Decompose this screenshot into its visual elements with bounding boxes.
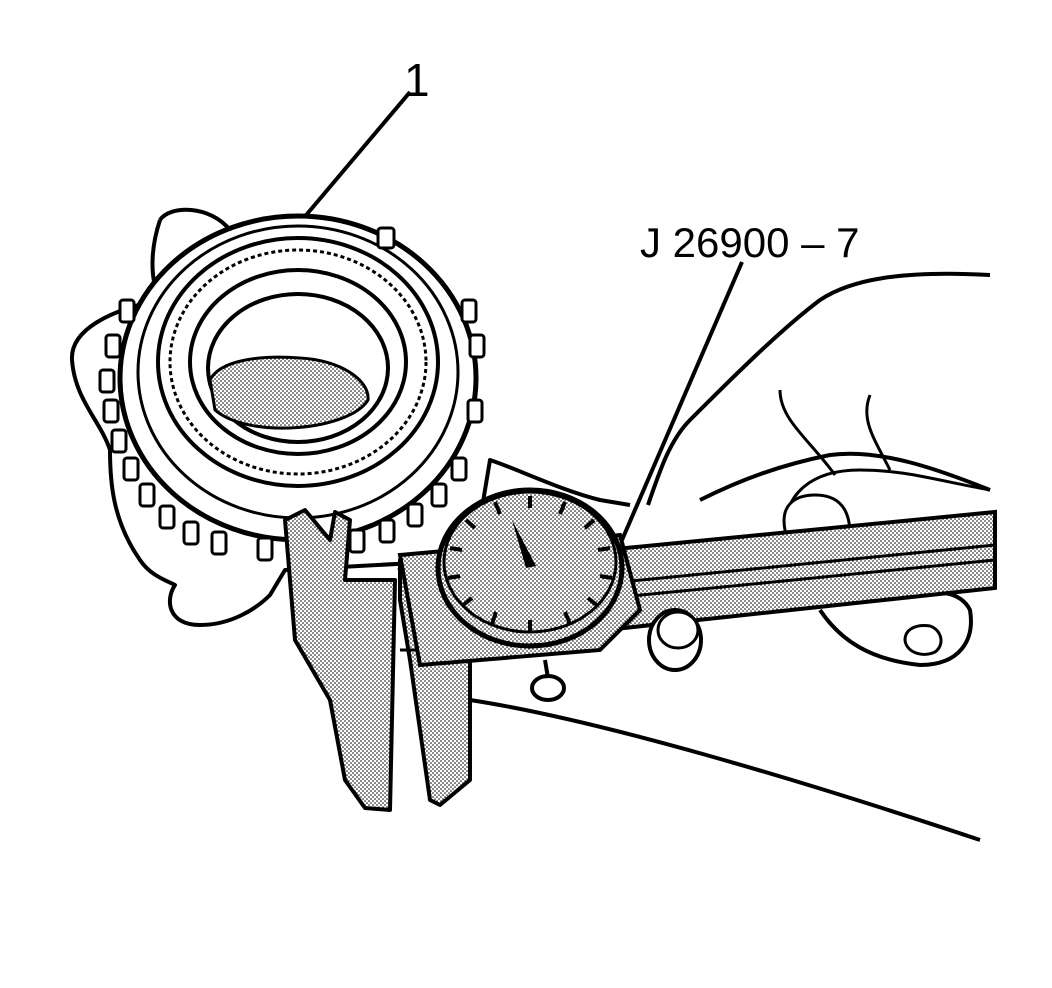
callout-tool-number: J 26900 – 7 bbox=[640, 219, 860, 266]
forearm-line bbox=[469, 698, 981, 842]
callout-part-number: 1 bbox=[404, 54, 430, 106]
callout-tool-leader bbox=[620, 261, 744, 541]
right-lower-fingernail bbox=[903, 624, 943, 656]
right-hand bbox=[646, 271, 991, 506]
left-thumb bbox=[158, 207, 232, 232]
callout-1-leader bbox=[300, 90, 412, 222]
dial-caliper bbox=[283, 487, 997, 812]
